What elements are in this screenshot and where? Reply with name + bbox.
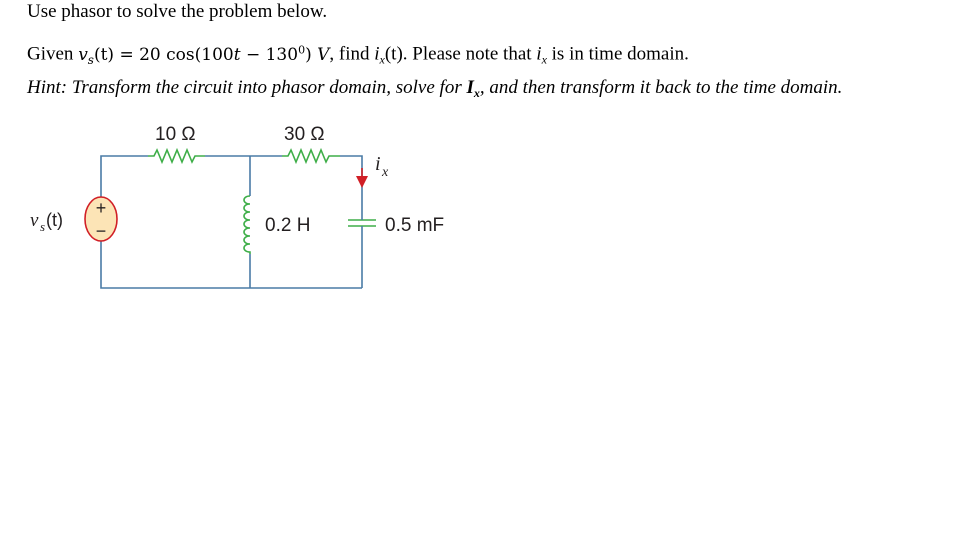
eq-close: )	[305, 44, 318, 65]
capacitor-label: 0.5 mF	[385, 215, 444, 236]
eq-v: v	[78, 44, 88, 65]
problem-given: Given vs(t) = 20 cos(100t − 1300) V, fin…	[27, 39, 689, 71]
note-rest: is in time domain.	[546, 43, 689, 65]
source-plus-sign: +	[96, 198, 107, 218]
source-minus-sign: −	[96, 221, 107, 241]
r2-label: 30 Ω	[284, 124, 325, 145]
problem-hint: Hint: Transform the circuit into phasor …	[27, 77, 842, 104]
find-rest: (t). Please note that	[384, 43, 537, 65]
hint-Ix: I	[466, 77, 474, 98]
wire-top-left	[100, 155, 148, 197]
circuit-diagram: + − 10 Ω 30 Ω 0.2 H 0.5 mF i x v s (t)	[30, 124, 444, 289]
eq-mid: (t) = 20 cos(100	[93, 44, 234, 65]
find-ix: i	[374, 43, 380, 65]
source-equation: vs(t) = 20 cos(100t − 1300) V	[78, 43, 330, 67]
current-label-sub: x	[381, 165, 389, 180]
given-text: Given	[27, 43, 79, 65]
resistor-10-ohm	[148, 147, 205, 165]
find-ix-sub: x	[379, 52, 385, 67]
resistor-30-ohm	[282, 147, 340, 165]
capacitor	[348, 210, 376, 232]
eq-v-sub: s	[87, 52, 94, 67]
wire-top-right	[340, 155, 363, 210]
note-ix-sub: x	[541, 52, 547, 67]
r1-label: 10 Ω	[155, 124, 196, 145]
source-label-sub: s	[40, 219, 45, 234]
wire-bottom	[100, 240, 362, 289]
voltage-source: + −	[84, 196, 118, 242]
note-ix: i	[536, 43, 542, 65]
eq-t: t	[233, 44, 241, 65]
hint-part-a: Hint: Transform the circuit into phasor …	[27, 77, 467, 98]
current-arrow-icon	[356, 168, 368, 188]
current-label-i: i	[375, 153, 381, 175]
circuit-wires	[100, 155, 363, 289]
hint-part-b: , and then transform it back to the time…	[479, 77, 843, 98]
source-label-v: v	[30, 210, 39, 231]
find-text: , find	[329, 43, 375, 65]
eq-phase: − 130	[240, 44, 299, 65]
hint-Ix-sub: x	[473, 86, 480, 100]
problem-intro: Use phasor to solve the problem below.	[27, 1, 328, 22]
inductor-label: 0.2 H	[265, 215, 310, 236]
inductor-coil	[243, 195, 251, 254]
source-label-t: (t)	[46, 210, 63, 230]
eq-degree: 0	[298, 43, 306, 56]
eq-unit: V	[317, 44, 330, 65]
